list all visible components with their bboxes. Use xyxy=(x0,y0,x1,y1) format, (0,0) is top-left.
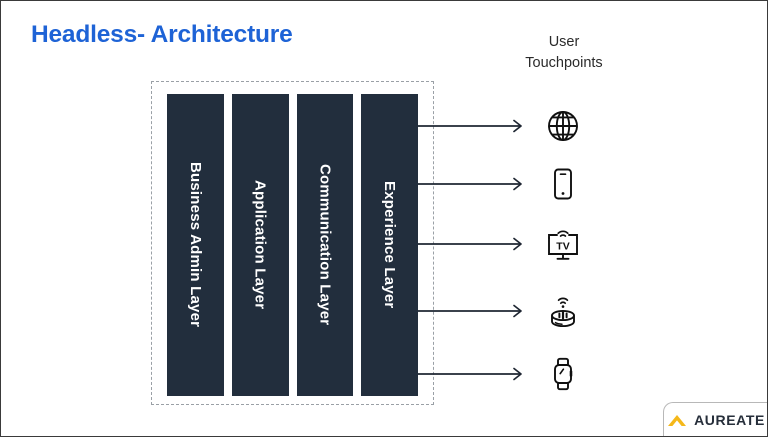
globe-icon[interactable] xyxy=(539,102,587,150)
architecture-layers: Business Admin Layer Application Layer C… xyxy=(167,94,418,396)
mobile-phone-icon[interactable] xyxy=(539,160,587,208)
layer-box-business-admin[interactable]: Business Admin Layer xyxy=(167,94,224,396)
layer-box-application[interactable]: Application Layer xyxy=(231,94,289,396)
layer-label: Experience Layer xyxy=(381,181,399,309)
touchpoints-heading: User Touchpoints xyxy=(493,32,635,74)
smart-tv-icon[interactable]: TV xyxy=(539,220,587,268)
connector-arrow-web xyxy=(418,119,530,133)
brand-logo-text: AUREATE xyxy=(694,411,765,428)
architecture-container xyxy=(151,81,434,405)
chevron-up-icon xyxy=(666,412,688,428)
layer-box-experience[interactable]: Experience Layer xyxy=(361,94,418,396)
smart-tv-screen-label: TV xyxy=(556,240,569,252)
layer-label: Communication Layer xyxy=(316,164,334,326)
connector-arrow-mobile xyxy=(418,177,530,191)
connector-arrow-wearable xyxy=(418,367,530,381)
touchpoints-heading-line-2: Touchpoints xyxy=(525,55,603,72)
layer-box-communication[interactable]: Communication Layer xyxy=(296,94,354,396)
touchpoints-heading-line-1: User xyxy=(548,34,580,50)
connector-arrow-smart-tv xyxy=(418,237,530,251)
page-title: Headless- Architecture xyxy=(31,21,293,48)
smartwatch-icon[interactable] xyxy=(539,350,587,398)
layer-label: Application Layer xyxy=(251,180,269,310)
connector-arrow-voice-assistant xyxy=(418,304,530,318)
layer-label: Business Admin Layer xyxy=(186,162,204,328)
smart-speaker-icon[interactable] xyxy=(539,289,587,337)
brand-logo: AUREATE xyxy=(663,402,767,436)
